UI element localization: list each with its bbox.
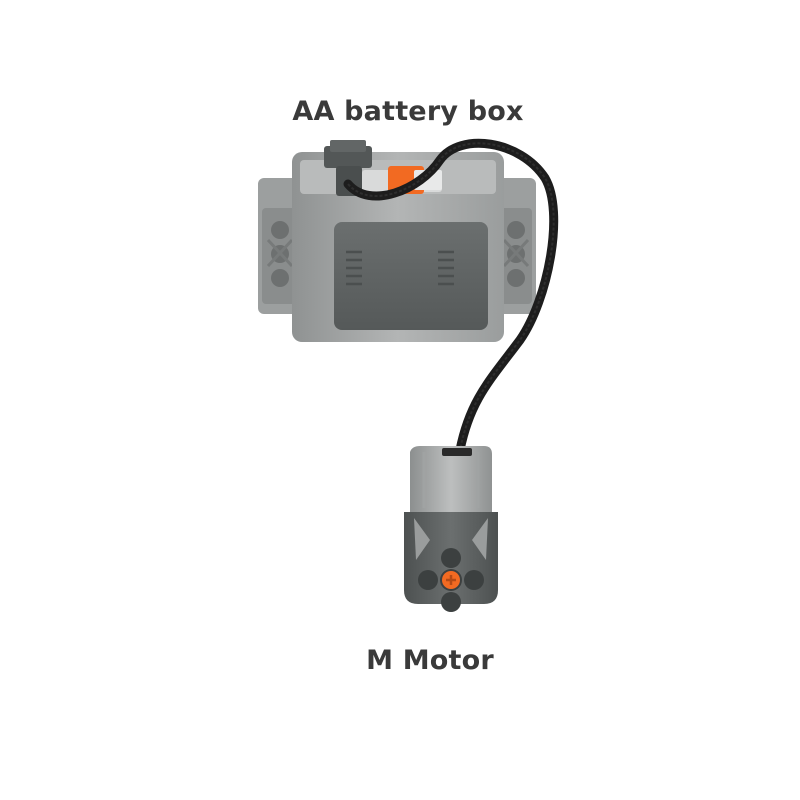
motor-output-face (418, 548, 484, 612)
motor-label: M Motor (366, 645, 494, 676)
battery-box-label: AA battery box (292, 96, 524, 127)
battery-box (258, 140, 536, 342)
m-motor (404, 446, 498, 612)
battery-box-cover (334, 222, 488, 330)
battery-box-left-bracket (258, 178, 304, 314)
cover-grip-lines (346, 250, 454, 286)
